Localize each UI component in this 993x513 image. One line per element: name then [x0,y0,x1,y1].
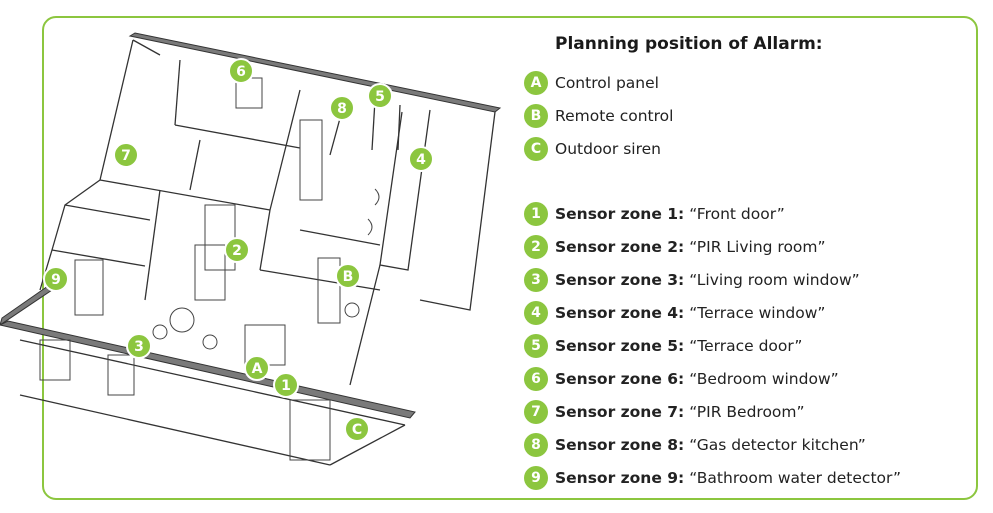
zone-name: “PIR Living room” [689,237,826,256]
zone-name: “Front door” [689,204,785,223]
marker-zone-4: 4 [408,146,434,172]
badge-3: 3 [524,267,548,292]
marker-zone-8: 8 [329,95,355,121]
zone-name: “Terrace door” [689,336,803,355]
marker-device-c: C [344,416,370,442]
zone-label: Sensor zone 6: [555,369,685,388]
svg-text:8: 8 [337,101,347,117]
svg-text:1: 1 [281,378,291,394]
legend-zone-3: 3 Sensor zone 3: “Living room window” [524,263,964,296]
marker-device-a: A [244,355,270,381]
marker-zone-6: 6 [228,58,254,84]
legend-zone-9: 9 Sensor zone 9: “Bathroom water detecto… [524,461,964,494]
device-label: Outdoor siren [555,139,661,158]
badge-a: A [524,70,548,95]
legend-zone-2: 2 Sensor zone 2: “PIR Living room” [524,230,964,263]
legend-zone-6: 6 Sensor zone 6: “Bedroom window” [524,362,964,395]
svg-text:2: 2 [232,243,242,259]
outline-terrace [379,109,431,271]
legend-zone-7: 7 Sensor zone 7: “PIR Bedroom” [524,395,964,428]
legend-zone-4: 4 Sensor zone 4: “Terrace window” [524,296,964,329]
svg-text:4: 4 [416,152,426,168]
legend-zone-1: 1 Sensor zone 1: “Front door” [524,197,964,230]
zone-label: Sensor zone 7: [555,402,685,421]
zone-name: “PIR Bedroom” [689,402,805,421]
badge-4: 4 [524,300,548,325]
zone-label: Sensor zone 9: [555,468,685,487]
legend-zone-5: 5 Sensor zone 5: “Terrace door” [524,329,964,362]
marker-zone-9: 9 [43,266,69,292]
zone-label: Sensor zone 2: [555,237,685,256]
svg-text:C: C [352,422,362,438]
badge-2: 2 [524,234,548,259]
marker-zone-3: 3 [126,333,152,359]
legend-zone-8: 8 Sensor zone 8: “Gas detector kitchen” [524,428,964,461]
zone-name: “Living room window” [689,270,860,289]
zone-label: Sensor zone 8: [555,435,685,454]
zone-name: “Bedroom window” [689,369,839,388]
zone-label: Sensor zone 4: [555,303,685,322]
marker-device-b: B [335,263,361,289]
legend-device-a: A Control panel [524,66,964,99]
badge-b: B [524,103,548,128]
legend-device-c: C Outdoor siren [524,132,964,165]
badge-5: 5 [524,333,548,358]
outline-right [419,111,496,311]
zone-label: Sensor zone 5: [555,336,685,355]
wall-left-bottom [0,285,53,326]
legend: Planning position of Allarm: A Control p… [524,32,964,494]
device-label: Remote control [555,106,674,125]
badge-6: 6 [524,366,548,391]
marker-zone-1: 1 [273,372,299,398]
svg-text:9: 9 [51,272,61,288]
marker-zone-2: 2 [224,237,250,263]
zone-name: “Bathroom water detector” [689,468,902,487]
badge-8: 8 [524,432,548,457]
zone-label: Sensor zone 3: [555,270,685,289]
floor-plan: 6 8 5 4 7 2 9 B 3 A 1 C [0,32,502,466]
svg-text:3: 3 [134,339,144,355]
svg-text:7: 7 [121,148,131,164]
legend-device-b: B Remote control [524,99,964,132]
badge-c: C [524,136,548,161]
marker-zone-7: 7 [113,142,139,168]
svg-text:B: B [343,269,354,285]
badge-1: 1 [524,201,548,226]
wall-top [128,32,502,113]
diagram-border [42,16,978,500]
svg-text:A: A [252,361,263,377]
badge-9: 9 [524,465,548,490]
marker-zone-5: 5 [367,83,393,109]
device-label: Control panel [555,73,659,92]
svg-text:6: 6 [236,64,246,80]
badge-7: 7 [524,399,548,424]
zone-label: Sensor zone 1: [555,204,685,223]
legend-title: Planning position of Allarm: [555,34,823,54]
svg-text:5: 5 [375,89,385,105]
zone-name: “Terrace window” [689,303,826,322]
zone-name: “Gas detector kitchen” [689,435,866,454]
